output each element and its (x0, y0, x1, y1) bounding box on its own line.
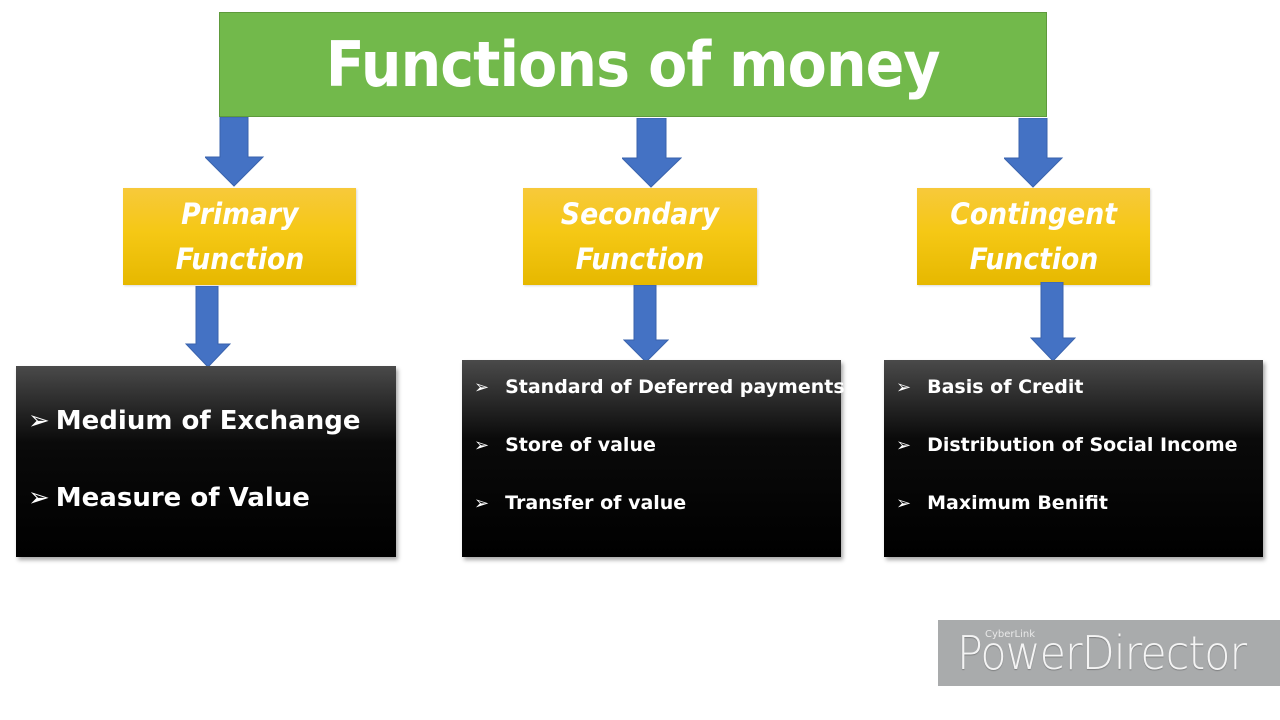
list-item: ➢ Measure of Value (28, 483, 310, 513)
list-item: ➢ Maximum Benifit (896, 492, 1108, 514)
arrow-bullet-icon: ➢ (896, 376, 912, 398)
arrow-bullet-icon: ➢ (474, 434, 490, 456)
list-item: ➢ Basis of Credit (896, 376, 1084, 398)
watermark-brand: CyberLink (985, 629, 1035, 640)
list-contingent: ➢ Basis of Credit ➢ Distribution of Soci… (884, 360, 1263, 557)
list-item: ➢ Standard of Deferred payments (474, 376, 845, 398)
arrow-down-icon (623, 285, 669, 363)
category-label: Function (969, 241, 1098, 276)
category-label: Primary (180, 196, 299, 231)
watermark-product: PowerDirector (957, 626, 1247, 680)
arrow-down-icon (622, 118, 682, 188)
list-item: ➢ Store of value (474, 434, 656, 456)
arrow-down-icon (185, 286, 231, 368)
category-secondary: Secondary Function (523, 188, 757, 285)
arrow-down-icon (205, 117, 265, 187)
list-item: ➢ Distribution of Social Income (896, 434, 1238, 456)
arrow-down-icon (1004, 118, 1064, 188)
arrow-bullet-icon: ➢ (28, 483, 50, 513)
arrow-bullet-icon: ➢ (474, 376, 490, 398)
arrow-down-icon (1030, 282, 1076, 362)
list-item: ➢ Medium of Exchange (28, 406, 361, 436)
category-label: Function (575, 241, 705, 276)
arrow-bullet-icon: ➢ (474, 492, 490, 514)
category-label: Function (175, 241, 304, 276)
list-primary: ➢ Medium of Exchange ➢ Measure of Value (16, 366, 396, 557)
title-box: Functions of money (219, 12, 1047, 117)
category-contingent: Contingent Function (917, 188, 1150, 285)
arrow-bullet-icon: ➢ (896, 492, 912, 514)
watermark-logo: CyberLink PowerDirector (938, 620, 1280, 686)
category-label: Contingent (950, 196, 1117, 231)
list-item: ➢ Transfer of value (474, 492, 687, 514)
arrow-bullet-icon: ➢ (28, 406, 50, 436)
category-primary: Primary Function (123, 188, 356, 285)
category-label: Secondary (560, 196, 720, 231)
diagram-title: Functions of money (326, 28, 941, 101)
arrow-bullet-icon: ➢ (896, 434, 912, 456)
list-secondary: ➢ Standard of Deferred payments ➢ Store … (462, 360, 845, 557)
